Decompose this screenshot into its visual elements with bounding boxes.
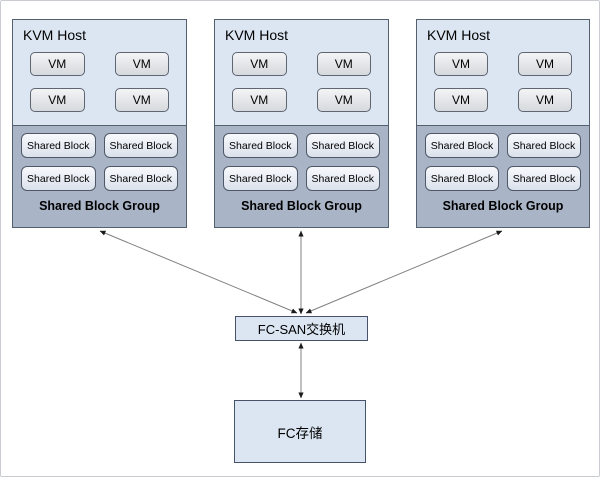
- shared-block-node: Shared Block: [305, 133, 380, 158]
- connector-host3-to-switch: [305, 230, 503, 314]
- vm-node: VM: [30, 88, 85, 112]
- kvm-host-title: KVM Host: [23, 27, 87, 43]
- kvm-host-group-1: KVM Host VM VM VM VM Shared Block Shared…: [12, 19, 187, 228]
- shared-block-group: Shared Block Shared Block Shared Block S…: [13, 125, 186, 227]
- vm-node: VM: [518, 88, 572, 112]
- vm-node: VM: [114, 52, 169, 76]
- vm-node: VM: [232, 88, 287, 112]
- vm-node: VM: [30, 52, 85, 76]
- kvm-host-group-2: KVM Host VM VM VM VM Shared Block Shared…: [214, 19, 389, 228]
- shared-block-node: Shared Block: [223, 166, 298, 191]
- shared-block-group-label: Shared Block Group: [39, 199, 160, 213]
- shared-block-grid: Shared Block Shared Block Shared Block S…: [215, 126, 388, 191]
- fc-san-switch-label: FC-SAN交换机: [257, 322, 346, 337]
- shared-block-group: Shared Block Shared Block Shared Block S…: [417, 125, 589, 227]
- connector-host1-to-switch: [99, 230, 298, 314]
- vm-node: VM: [518, 52, 572, 76]
- shared-block-group-label: Shared Block Group: [442, 199, 564, 213]
- shared-block-grid: Shared Block Shared Block Shared Block S…: [417, 126, 589, 191]
- vm-node: VM: [232, 52, 287, 76]
- shared-block-node: Shared Block: [305, 166, 380, 191]
- shared-block-node: Shared Block: [223, 133, 298, 158]
- shared-block-group-label: Shared Block Group: [241, 199, 362, 213]
- fc-storage-node: FC存储: [234, 400, 366, 463]
- kvm-host-group-3: KVM Host VM VM VM VM Shared Block Shared…: [416, 19, 590, 228]
- vm-area: VM VM VM VM: [417, 45, 589, 112]
- vm-node: VM: [316, 52, 371, 76]
- vm-area: VM VM VM VM: [13, 45, 186, 112]
- vm-node: VM: [114, 88, 169, 112]
- shared-block-node: Shared Block: [103, 166, 178, 191]
- fc-storage-label: FC存储: [277, 425, 323, 441]
- shared-block-node: Shared Block: [425, 133, 499, 158]
- shared-block-node: Shared Block: [425, 166, 499, 191]
- shared-block-group: Shared Block Shared Block Shared Block S…: [215, 125, 388, 227]
- vm-node: VM: [434, 88, 488, 112]
- vm-node: VM: [316, 88, 371, 112]
- shared-block-node: Shared Block: [507, 166, 581, 191]
- fc-san-switch-node: FC-SAN交换机: [235, 316, 368, 341]
- shared-block-node: Shared Block: [21, 166, 96, 191]
- shared-block-node: Shared Block: [507, 133, 581, 158]
- vm-area: VM VM VM VM: [215, 45, 388, 112]
- shared-block-node: Shared Block: [103, 133, 178, 158]
- shared-block-node: Shared Block: [21, 133, 96, 158]
- kvm-host-title: KVM Host: [427, 27, 491, 43]
- vm-node: VM: [434, 52, 488, 76]
- kvm-host-title: KVM Host: [225, 27, 289, 43]
- shared-block-grid: Shared Block Shared Block Shared Block S…: [13, 126, 186, 191]
